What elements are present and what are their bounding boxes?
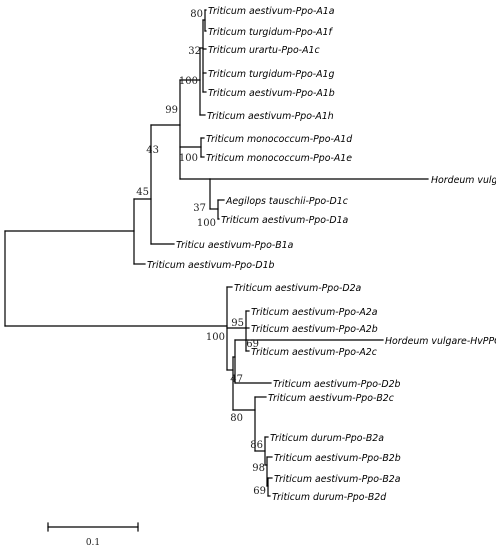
leaf-label: Triticum aestivum-Ppo-A2b bbox=[251, 324, 378, 335]
leaf-label: Triticu aestivum-Ppo-B1a bbox=[176, 240, 294, 251]
leaf-label: Triticum durum-Ppo-B2a bbox=[270, 433, 384, 444]
leaf-label: Triticum aestivum-Ppo-D2b bbox=[273, 379, 401, 390]
bootstrap-value: 45 bbox=[136, 187, 149, 198]
leaf-labels: Triticum aestivum-Ppo-A1a Triticum turgi… bbox=[147, 6, 496, 503]
bootstrap-value: 43 bbox=[146, 145, 159, 156]
leaf-label: Aegilops tauschii-Ppo-D1c bbox=[225, 196, 349, 207]
leaf-label: Triticum monococcum-Ppo-A1e bbox=[206, 153, 352, 164]
leaf-label: Triticum aestivum-Ppo-A1b bbox=[208, 88, 335, 99]
tree-branches bbox=[4, 9, 429, 497]
leaf-label: Triticum monococcum-Ppo-A1d bbox=[206, 134, 352, 145]
leaf-label: Triticum aestivum-Ppo-B2b bbox=[274, 453, 401, 464]
leaf-label: Triticum aestivum-Ppo-A2c bbox=[251, 347, 378, 358]
bootstrap-value: 47 bbox=[230, 374, 243, 385]
bootstrap-value: 37 bbox=[193, 203, 206, 214]
scale-bar-label: 0.1 bbox=[86, 538, 100, 548]
bootstrap-value: 99 bbox=[165, 105, 178, 116]
bootstrap-values: 80 32 100 99 43 100 37 100 45 95 100 69 … bbox=[136, 9, 266, 497]
bootstrap-value: 80 bbox=[190, 9, 203, 20]
scale-bar: 0.1 bbox=[47, 522, 139, 548]
leaf-label: Hordeum vulgare-HvPPO2 bbox=[385, 336, 496, 347]
bootstrap-value: 32 bbox=[188, 46, 201, 57]
leaf-label: Triticum turgidum-Ppo-A1g bbox=[208, 69, 334, 80]
bootstrap-value: 80 bbox=[230, 413, 243, 424]
leaf-label: Triticum turgidum-Ppo-A1f bbox=[208, 27, 333, 38]
leaf-label: Triticum aestivum-Ppo-A2a bbox=[251, 307, 378, 318]
leaf-label: Triticum aestivum-Ppo-D1a bbox=[221, 215, 349, 226]
leaf-label: Triticum aestivum-Ppo-D2a bbox=[234, 283, 362, 294]
leaf-label: Triticum aestivum-Ppo-B2a bbox=[274, 474, 401, 485]
leaf-label: Triticum aestivum-Ppo-D1b bbox=[147, 260, 275, 271]
bootstrap-value: 95 bbox=[231, 318, 244, 329]
bootstrap-value: 69 bbox=[253, 486, 266, 497]
leaf-label: Hordeum vulgare-HvPPO1 bbox=[431, 175, 496, 186]
bootstrap-value: 98 bbox=[252, 463, 265, 474]
bootstrap-value: 86 bbox=[250, 440, 263, 451]
leaf-label: Triticum urartu-Ppo-A1c bbox=[208, 45, 320, 56]
bootstrap-value: 100 bbox=[179, 76, 198, 87]
bootstrap-value: 100 bbox=[206, 332, 225, 343]
leaf-label: Triticum aestivum-Ppo-A1a bbox=[208, 6, 335, 17]
leaf-label: Triticum aestivum-Ppo-A1h bbox=[207, 111, 334, 122]
bootstrap-value: 100 bbox=[179, 153, 198, 164]
leaf-label: Triticum aestivum-Ppo-B2c bbox=[268, 393, 395, 404]
leaf-label: Triticum durum-Ppo-B2d bbox=[272, 492, 386, 503]
bootstrap-value: 69 bbox=[246, 339, 259, 350]
bootstrap-value: 100 bbox=[197, 218, 216, 229]
